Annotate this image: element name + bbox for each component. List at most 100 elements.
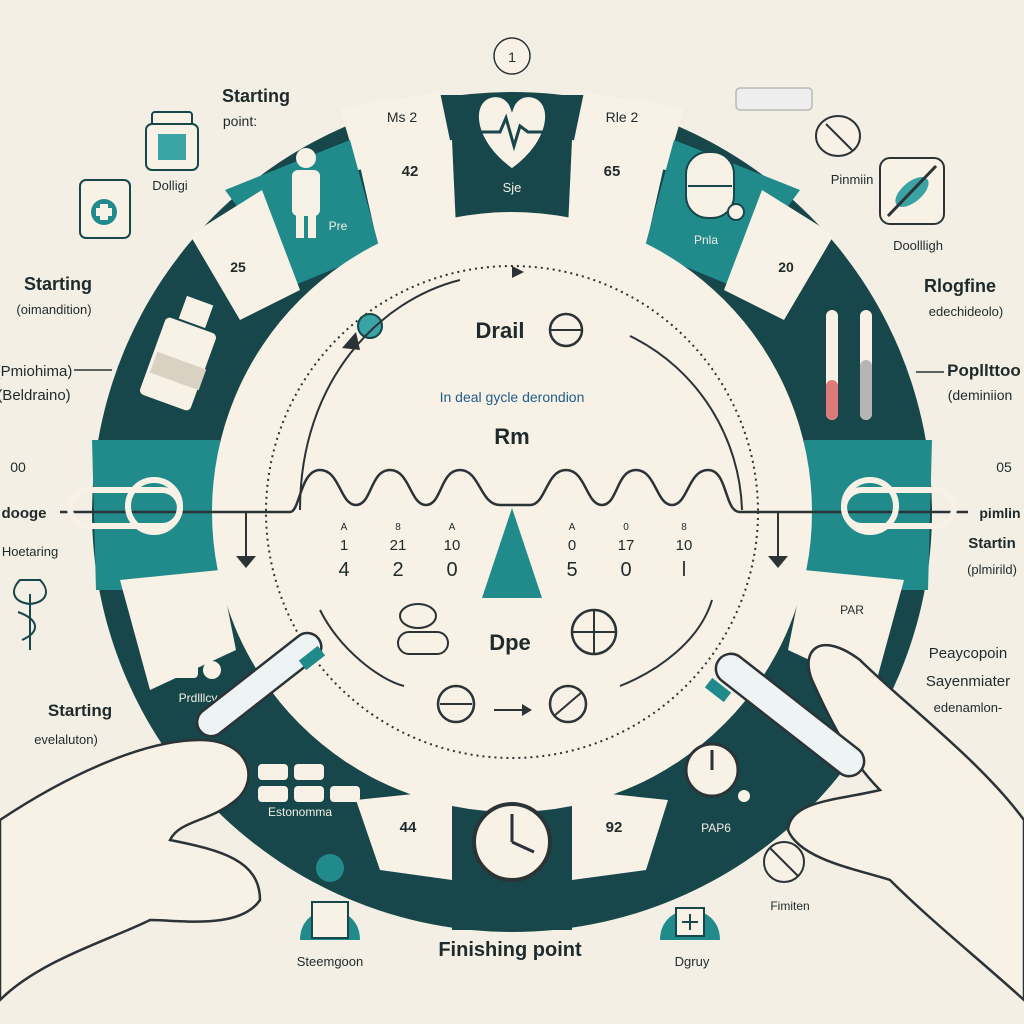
tick-big: l xyxy=(682,559,686,581)
segment-44 xyxy=(356,790,452,880)
gauge-icon xyxy=(684,742,750,802)
medicine-box-icon xyxy=(79,179,131,239)
top-segment-label: Sje xyxy=(503,180,522,195)
segment-42 xyxy=(356,140,456,246)
segment-right-teal xyxy=(804,440,932,590)
top-badge-label: 1 xyxy=(508,49,516,65)
tick-big: 0 xyxy=(620,559,631,581)
pill-pack-icon xyxy=(258,764,360,802)
caduceus-icon xyxy=(13,579,47,650)
cycle-arc-left-bottom xyxy=(319,609,405,687)
rm-label: Rm xyxy=(494,424,529,449)
capsule-icon xyxy=(397,603,449,655)
right-sub-2: (deminiion xyxy=(948,387,1013,403)
stamp-label: Steemgoon xyxy=(297,954,364,969)
tick-big: 2 xyxy=(392,559,403,581)
dgray-label: Dgruy xyxy=(675,954,710,969)
tick-mid: 10 xyxy=(676,537,693,554)
dosage-sub-label: Hoetaring xyxy=(2,544,58,559)
tick-small: 8 xyxy=(395,522,401,533)
rle-label: Rle 2 xyxy=(606,109,639,125)
segment-20 xyxy=(724,190,834,320)
num-92: 92 xyxy=(606,819,623,836)
right-note-2: Sayenmiater xyxy=(926,673,1010,690)
num-05: 05 xyxy=(996,459,1012,475)
tick-big: 5 xyxy=(566,559,577,581)
tick-small: A xyxy=(449,522,456,533)
starting-condition-title: Starting xyxy=(24,274,92,294)
tick-mid: 21 xyxy=(390,537,407,554)
tick-mid: 10 xyxy=(444,537,461,554)
dosing-timeline xyxy=(60,468,968,514)
doctor-icon xyxy=(660,854,720,940)
medicine-bottle-icon xyxy=(138,295,218,413)
top-badge xyxy=(493,37,531,75)
arrow-right-icon xyxy=(494,704,532,716)
num-20: 20 xyxy=(778,259,794,275)
num-42: 42 xyxy=(402,163,419,180)
pill-round-icon xyxy=(548,312,584,348)
jar-icon xyxy=(145,111,199,171)
person-segment-label: Pre xyxy=(329,219,348,233)
num-25: 25 xyxy=(230,259,246,275)
right-note-1: Peaycopoin xyxy=(929,645,1007,662)
capsule-icon xyxy=(685,151,745,221)
finish-side-label: Fimiten xyxy=(770,899,809,913)
bottom-right-segment-label: PAP6 xyxy=(701,821,731,835)
left-box-label: Dolligi xyxy=(152,178,188,193)
dpe-label: Dpe xyxy=(489,630,531,655)
bottom-left-segment-label: Estonomma xyxy=(268,805,332,819)
right-title-2: Popllttoo xyxy=(947,361,1021,380)
note-line-1: (Pmiohima) xyxy=(0,363,72,380)
cycle-arc-right-bottom xyxy=(619,599,713,687)
num-00: 00 xyxy=(10,459,26,475)
ruler-strip-icon xyxy=(735,87,813,111)
tablet-icon xyxy=(570,608,618,656)
no-entry-icon xyxy=(763,841,805,883)
right-note-3: edenamlon- xyxy=(934,700,1003,715)
pill-icon xyxy=(815,115,861,157)
right-pill-label: Pinmiin xyxy=(831,172,874,187)
cycle-arc-left-top xyxy=(299,279,461,511)
right-hand-with-pen xyxy=(704,643,1024,1002)
tick-mid: 1 xyxy=(340,537,348,554)
num-44: 44 xyxy=(400,819,417,836)
segment-left-teal xyxy=(92,440,220,590)
tick-small: 0 xyxy=(623,522,629,533)
no-medication-icon xyxy=(879,157,945,225)
starting-point-sub: point: xyxy=(223,113,257,129)
drail-label: Drail xyxy=(476,318,525,343)
tick-mid: 17 xyxy=(618,537,635,554)
test-tube-icon xyxy=(826,310,872,420)
right-sub-1: edechideolo) xyxy=(929,304,1003,319)
left-lower-segment-label: Prdlllcy xyxy=(179,691,218,705)
left-link-icon xyxy=(67,477,183,535)
cycle-marker-dot xyxy=(357,313,383,339)
segment-25 xyxy=(190,190,300,320)
arrow-head-icon xyxy=(512,266,524,278)
tablet-icon xyxy=(548,684,588,724)
right-title-1: Rlogfine xyxy=(924,276,996,296)
segment-65 xyxy=(568,140,668,246)
tablet-icon xyxy=(436,684,476,724)
tick-big: 4 xyxy=(338,559,349,581)
right-box-label: Doollligh xyxy=(893,238,943,253)
right-link-icon xyxy=(841,477,957,535)
starting-eval-sub: evelaluton) xyxy=(34,732,98,747)
tick-small: A xyxy=(341,522,348,533)
medicine-jar-icon xyxy=(156,612,221,679)
tick-labels: A 8 A A 0 8 1 21 10 0 17 10 4 2 0 5 0 l xyxy=(338,522,692,581)
ms-label: Ms 2 xyxy=(387,109,418,125)
tick-mid: 0 xyxy=(568,537,576,554)
note-line-2: (Beldraino) xyxy=(0,387,71,404)
right-dosage-label: pimlin xyxy=(979,505,1020,521)
starting-point-title: Starting xyxy=(222,86,290,106)
dosage-label: dooge xyxy=(2,505,47,522)
cycle-arc-right-top xyxy=(629,335,743,511)
heart-icon xyxy=(476,94,548,172)
center-pointer xyxy=(482,508,542,598)
num-65: 65 xyxy=(604,163,621,180)
starting-condition-sub: (oimandition) xyxy=(16,302,91,317)
tick-big: 0 xyxy=(446,559,457,581)
